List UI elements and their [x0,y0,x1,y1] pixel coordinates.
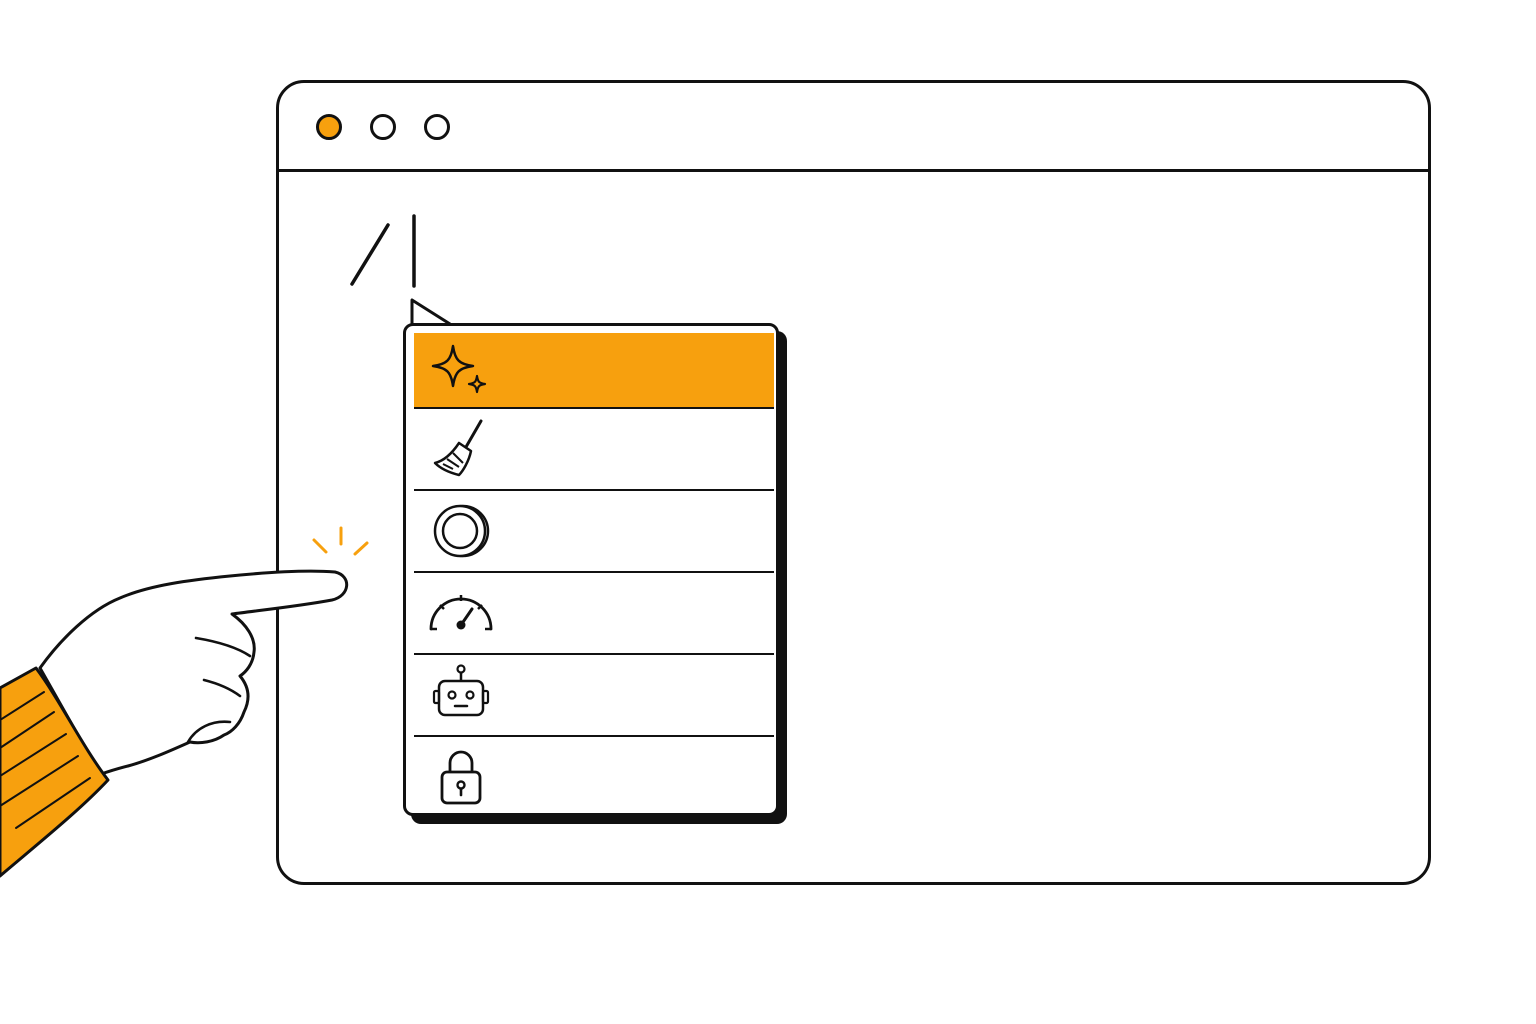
command-menu-item-coin[interactable] [414,491,774,573]
command-menu-item-sparkles[interactable] [414,333,774,409]
window-dot[interactable] [370,114,396,140]
lock-icon [426,742,496,812]
command-menu-item-lock[interactable] [414,737,774,813]
sparkles-icon [426,335,496,405]
speedometer-icon [426,578,496,648]
sleeve-cuff [0,666,110,878]
command-menu-item-robot[interactable] [414,655,774,737]
sleeve-ribbing [0,691,91,829]
coin-icon [426,496,496,566]
robot-icon [426,660,496,730]
broom-icon [426,414,496,484]
command-menu-item-broom[interactable] [414,409,774,491]
command-menu [403,323,779,816]
command-menu-item-speedometer[interactable] [414,573,774,655]
window-dot[interactable] [424,114,450,140]
window-titlebar [279,83,1428,172]
window-dot-active[interactable] [316,114,342,140]
